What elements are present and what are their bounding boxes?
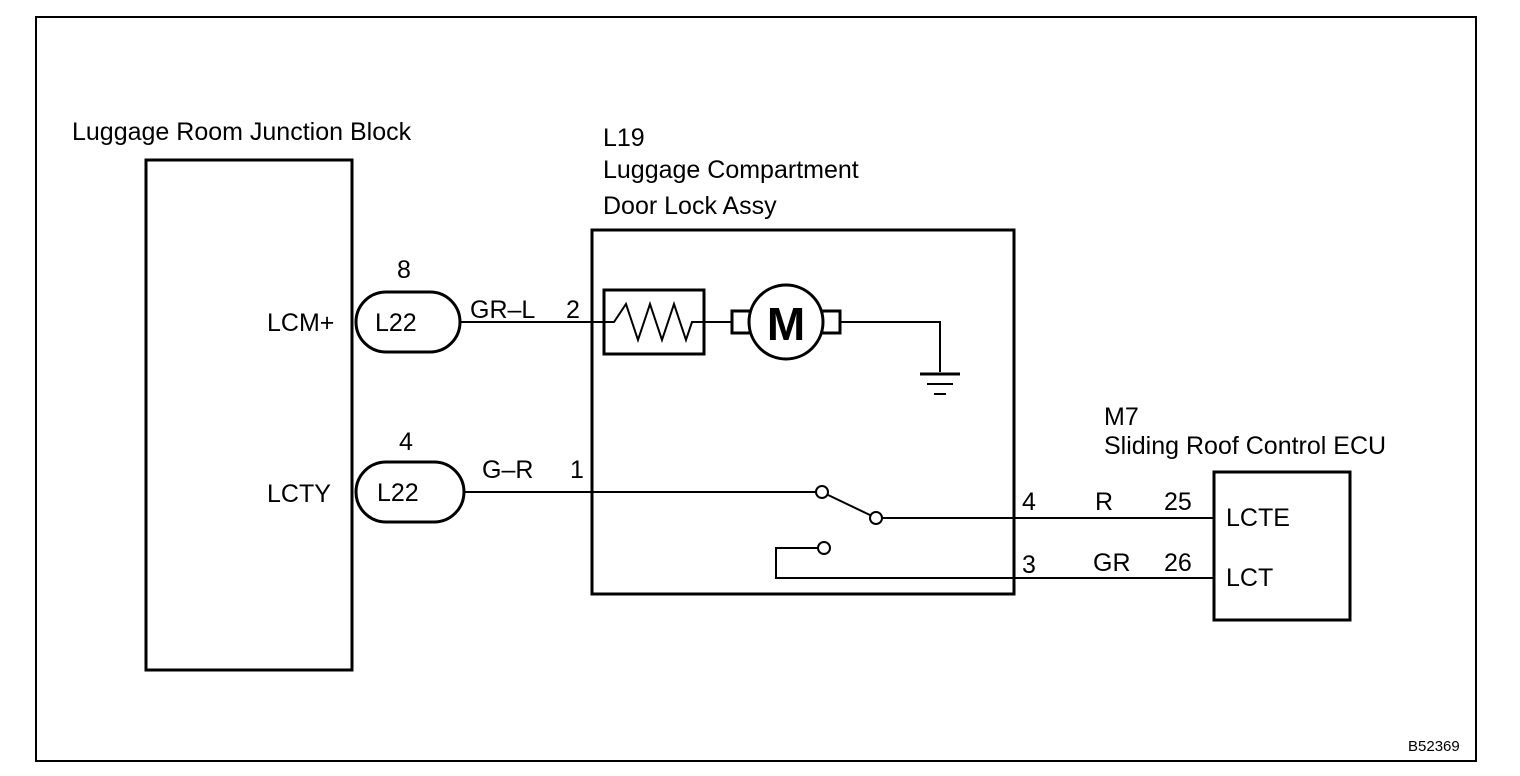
door-lock-pin-2: 2 [566, 296, 580, 324]
wire-motor-to-ground [840, 321, 941, 372]
door-lock-pin-4: 4 [1022, 488, 1036, 516]
ecu-box [1212, 470, 1352, 622]
wire-label-gr: GR [1093, 549, 1131, 577]
door-lock-box [590, 228, 1016, 596]
door-lock-title-line1: Luggage Compartment [603, 156, 859, 184]
ecu-title: Sliding Roof Control ECU [1104, 432, 1386, 460]
connector-pin-number: 4 [399, 428, 413, 456]
wire-label-r: R [1095, 488, 1113, 516]
ground-icon [920, 372, 960, 395]
door-lock-code: L19 [603, 124, 645, 152]
motor-label: M [767, 298, 805, 350]
junction-block-box [144, 158, 354, 672]
junction-block-title: Luggage Room Junction Block [72, 118, 412, 146]
resistor-icon [592, 288, 706, 356]
ecu-code: M7 [1104, 403, 1139, 431]
connector-code: L22 [375, 309, 417, 337]
ecu-pin-label-lcte: LCTE [1226, 504, 1290, 532]
connector-code: L22 [377, 479, 419, 507]
sliding-roof-ecu: M7 Sliding Roof Control ECU 25 26 LCTE L… [1104, 403, 1386, 622]
motor-icon: M [730, 283, 842, 361]
junction-block: Luggage Room Junction Block LCM+ LCTY [72, 118, 412, 672]
door-lock-assy: L19 Luggage Compartment Door Lock Assy 2… [566, 124, 1036, 596]
pin-label-lcty: LCTY [267, 480, 331, 508]
wire-label-gr-l: GR–L [470, 296, 535, 324]
diagram-frame [35, 16, 1477, 762]
ecu-pin-25: 25 [1164, 488, 1192, 516]
figure-id: B52369 [1408, 738, 1460, 755]
door-lock-title-line2: Door Lock Assy [603, 192, 777, 220]
connector-pin-number: 8 [397, 256, 411, 284]
pin-label-lcm-plus: LCM+ [267, 309, 334, 337]
door-lock-pin-3: 3 [1022, 551, 1036, 579]
ecu-pin-26: 26 [1164, 549, 1192, 577]
connector-l22-pin-8: 8 L22 [354, 256, 462, 354]
wire-gr [775, 547, 1214, 579]
door-lock-pin-1: 1 [570, 456, 584, 484]
switch-icon [815, 485, 883, 555]
connector-l22-pin-4: 4 L22 [354, 428, 466, 524]
ecu-pin-label-lct: LCT [1226, 564, 1273, 592]
wire-label-g-r: G–R [482, 456, 533, 484]
